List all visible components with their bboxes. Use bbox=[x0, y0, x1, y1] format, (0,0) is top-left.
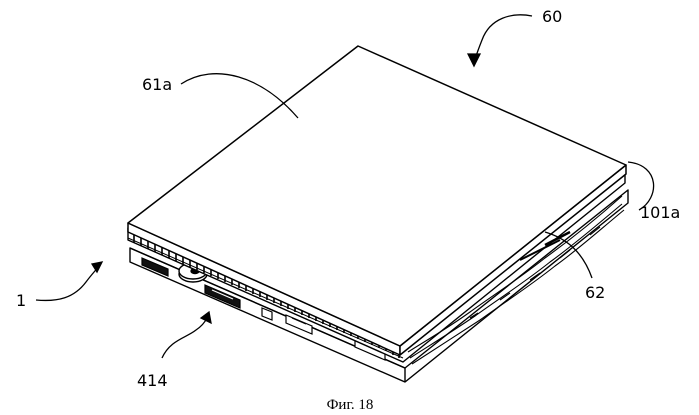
arrowhead-414 bbox=[201, 312, 211, 323]
leader-60 bbox=[474, 15, 532, 62]
ref-label-101a: 101a bbox=[640, 203, 680, 222]
arrowhead-1 bbox=[92, 262, 102, 272]
figure-caption: Фиг. 18 bbox=[327, 397, 374, 413]
ref-label-61a: 61a bbox=[142, 75, 172, 94]
arrowhead-60 bbox=[468, 54, 480, 66]
ref-label-60: 60 bbox=[542, 7, 562, 26]
leader-1 bbox=[36, 266, 99, 300]
top-plate bbox=[128, 46, 626, 355]
ref-label-414: 414 bbox=[137, 371, 168, 390]
leader-414 bbox=[162, 318, 207, 358]
ref-label-62: 62 bbox=[585, 283, 605, 302]
ref-label-1: 1 bbox=[16, 291, 26, 310]
